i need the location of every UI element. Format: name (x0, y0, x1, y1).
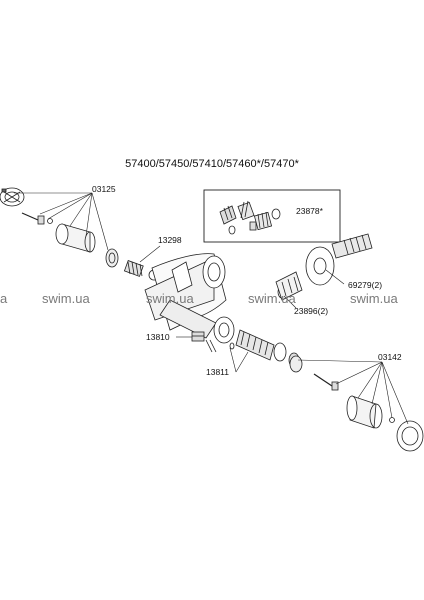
leader-line-69279 (325, 269, 345, 285)
label-23896: 23896(2) (294, 306, 329, 316)
mixer-body (144, 253, 235, 353)
leader-lines-03142 (297, 359, 409, 425)
kit-box-23878 (203, 189, 341, 243)
right-adapter-ring (289, 355, 303, 373)
label-03125: 03125 (92, 184, 116, 194)
leader-lines-13811 (229, 347, 249, 373)
right-handle-sleeve (346, 395, 383, 429)
diagram-title: 57400/57450/57410/57460*/57470* (125, 158, 299, 170)
right-handle-knob (396, 420, 424, 452)
right-screw (313, 373, 339, 391)
left-handle-sleeve (55, 223, 96, 253)
label-13298: 13298 (158, 235, 182, 245)
small-oring (229, 342, 235, 350)
label-03142: 03142 (378, 352, 402, 362)
label-13811: 13811 (206, 367, 230, 377)
label-69279: 69279(2) (348, 280, 383, 290)
right-flange-69279 (305, 246, 335, 286)
left-adapter-ring (105, 248, 119, 268)
leader-line-13298 (139, 245, 161, 263)
label-13810: 13810 (146, 332, 170, 342)
watermark: swim.ua (248, 291, 296, 306)
watermark-edge-left: a (0, 291, 8, 306)
watermark: swim.ua (350, 291, 398, 306)
thermostat-cartridge (235, 329, 300, 368)
label-23878: 23878* (296, 206, 323, 216)
left-screw (21, 212, 53, 225)
right-small-part (389, 417, 395, 423)
watermark: swim.ua (146, 291, 194, 306)
left-handle-knob (0, 187, 25, 207)
outlet-nut-13810 (191, 331, 205, 342)
seal-23896 (275, 271, 303, 301)
leader-lines-03125 (14, 192, 109, 251)
leader-line-23896 (283, 295, 297, 309)
right-eccentric-connector (331, 233, 373, 259)
watermark: swim.ua (42, 291, 90, 306)
